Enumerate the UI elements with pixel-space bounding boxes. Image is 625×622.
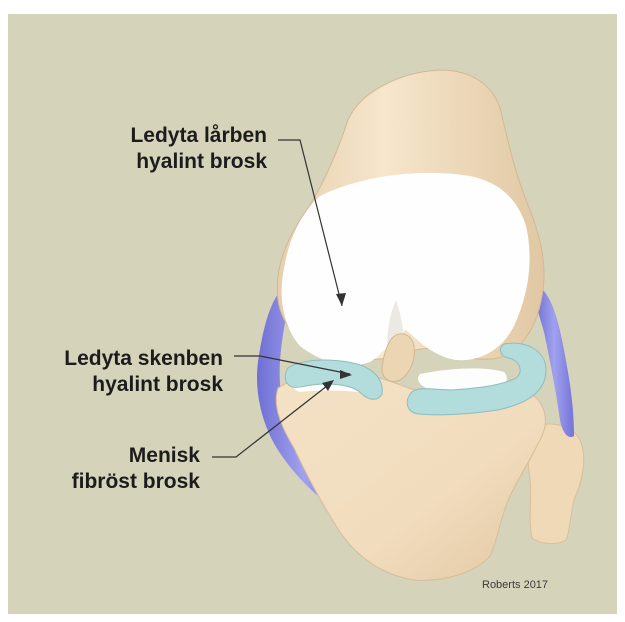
label-tibia-cartilage-line-1: Ledyta skenben — [64, 346, 223, 372]
label-meniscus-line-2: fibröst brosk — [72, 469, 200, 495]
label-tibia-cartilage-line-2: hyalint brosk — [64, 372, 223, 398]
label-femur-cartilage-line-1: Ledyta lårben — [130, 123, 267, 149]
label-meniscus: Menisk fibröst brosk — [72, 443, 200, 495]
label-tibia-cartilage: Ledyta skenben hyalint brosk — [64, 346, 223, 398]
label-femur-cartilage-line-2: hyalint brosk — [130, 149, 267, 175]
label-meniscus-line-1: Menisk — [72, 443, 200, 469]
author-credit: Roberts 2017 — [482, 579, 548, 591]
label-femur-cartilage: Ledyta lårben hyalint brosk — [130, 123, 267, 175]
